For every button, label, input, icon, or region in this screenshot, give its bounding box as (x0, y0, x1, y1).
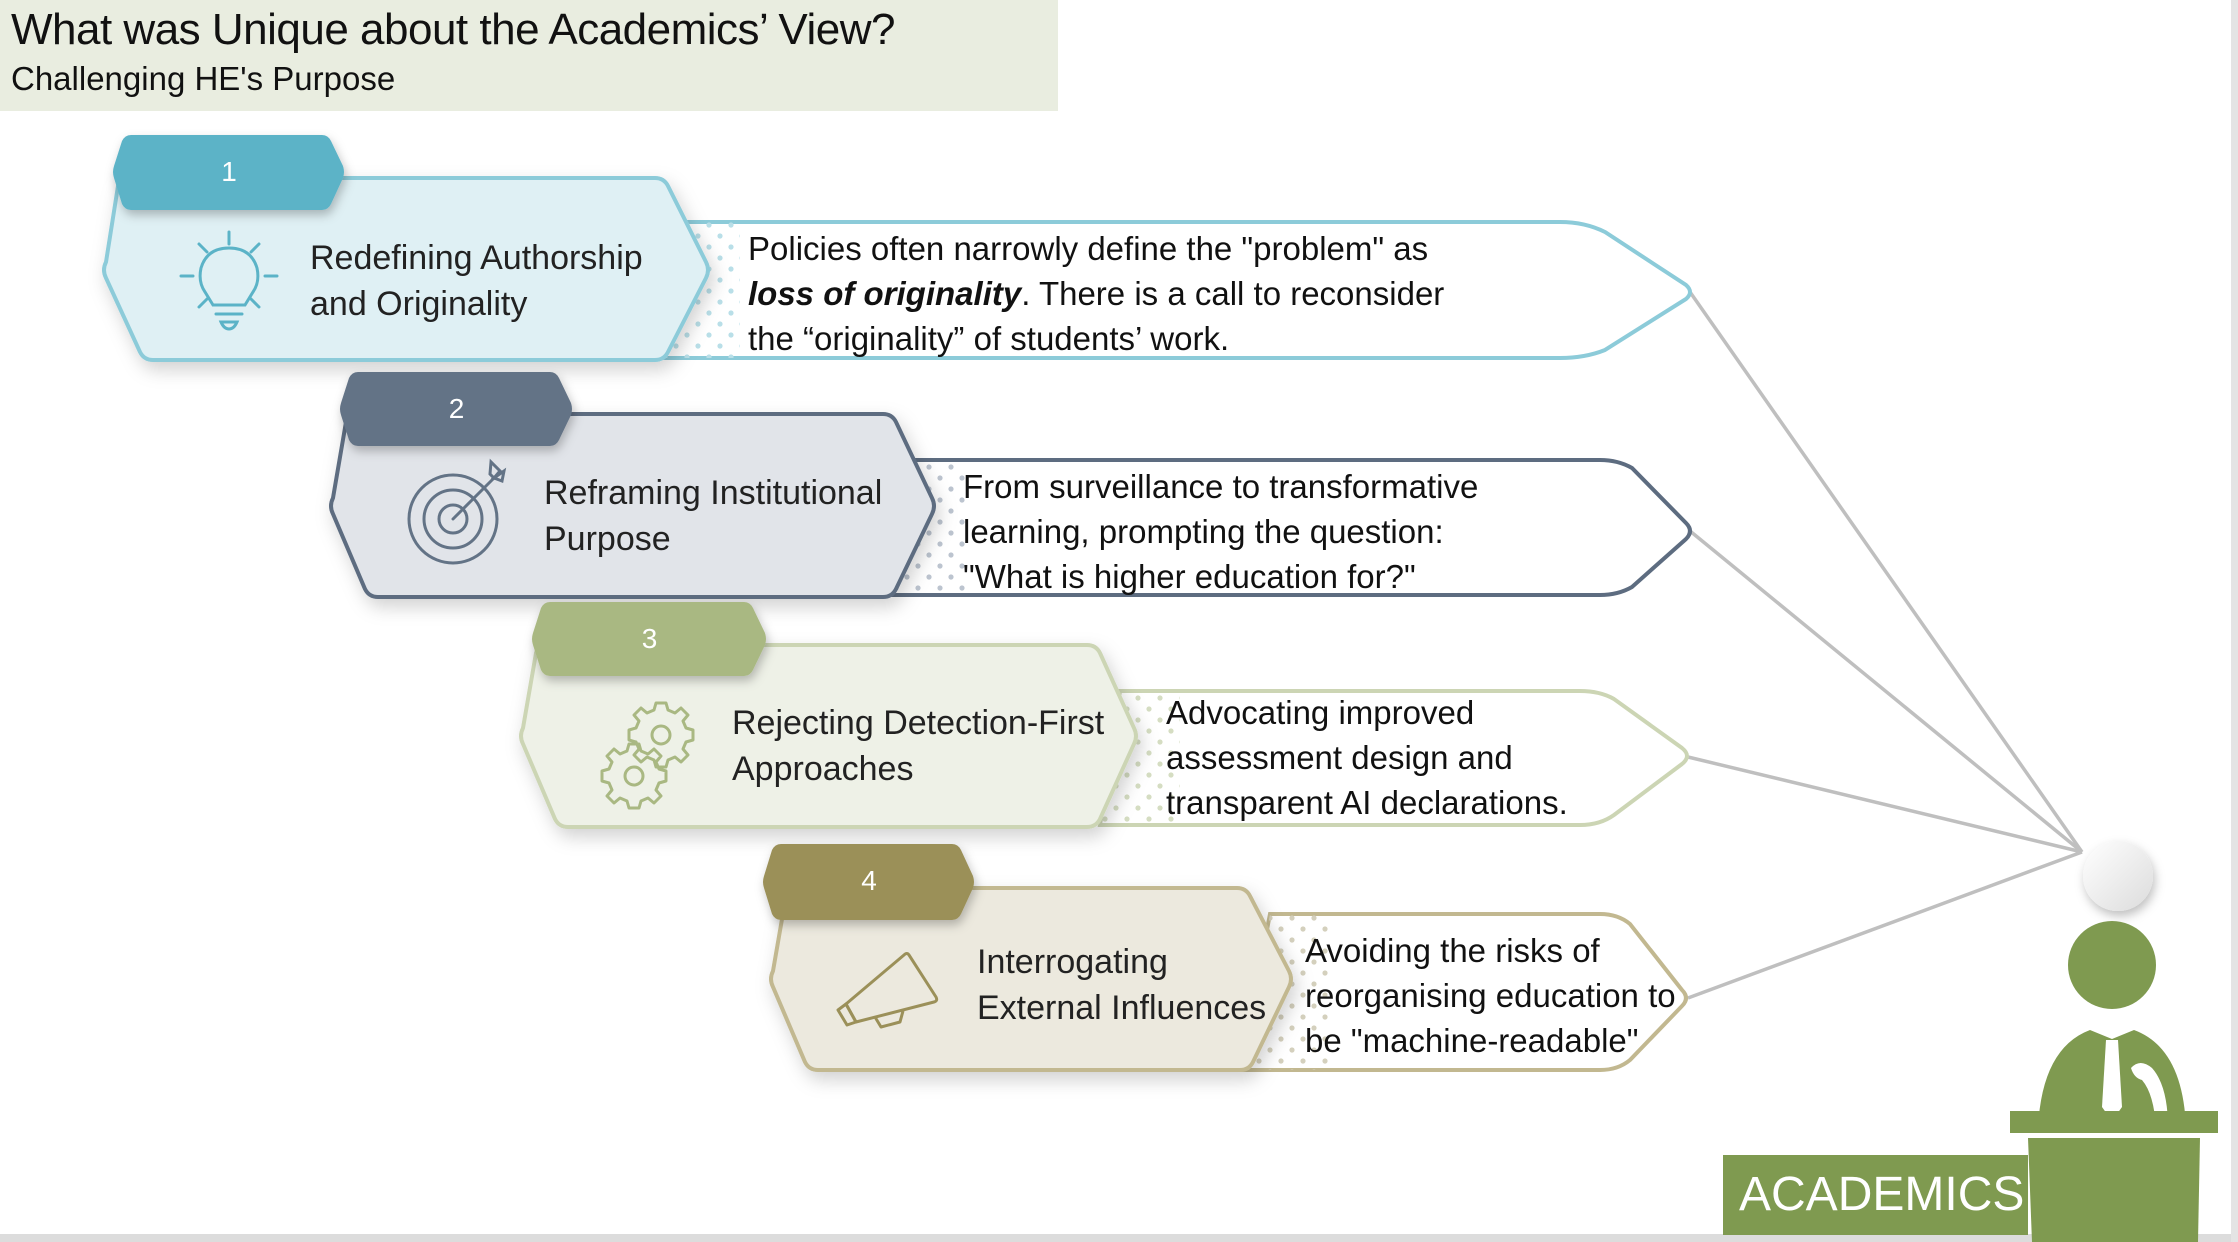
page-title: What was Unique about the Academics’ Vie… (11, 5, 895, 54)
item-1-graphics (102, 135, 1692, 362)
academics-label: ACADEMICS (1723, 1155, 2028, 1235)
item-title: Redefining Authorship and Originality (310, 239, 643, 323)
item-description: Policies often narrowly define the "prob… (748, 230, 1445, 357)
megaphone-icon (836, 952, 939, 1029)
item-description: Avoiding the risks of reorganising educa… (1305, 932, 1676, 1059)
item-number-badge: 3 (641, 623, 658, 654)
emphasis-text: loss of originality (748, 275, 1022, 312)
item-2-graphics (329, 372, 1692, 599)
item-number-badge: 2 (448, 393, 465, 424)
slide-border (2231, 0, 2238, 1242)
item-3-graphics (519, 602, 1689, 829)
item-description: Advocating improved assessment design an… (1166, 694, 1568, 821)
title-banner: What was Unique about the Academics’ Vie… (0, 0, 1058, 111)
item-number-badge: 1 (221, 156, 237, 187)
item-title: Rejecting Detection-First Approaches (732, 704, 1105, 788)
item-title: Reframing Institutional Purpose (544, 474, 883, 558)
speaker-at-podium-icon (2010, 841, 2218, 1242)
item-4-graphics (763, 844, 1688, 1072)
item-number-badge: 4 (861, 865, 877, 896)
slide-border (0, 1234, 2238, 1242)
page-subtitle: Challenging HE's Purpose (11, 60, 396, 97)
gears-icon (600, 701, 695, 810)
target-icon (407, 458, 507, 565)
connector-lines (1687, 290, 2084, 1000)
item-description: From surveillance to transformative lear… (963, 468, 1479, 595)
item-title: Interrogating External Influences (977, 943, 1267, 1027)
lightbulb-icon (179, 230, 279, 331)
